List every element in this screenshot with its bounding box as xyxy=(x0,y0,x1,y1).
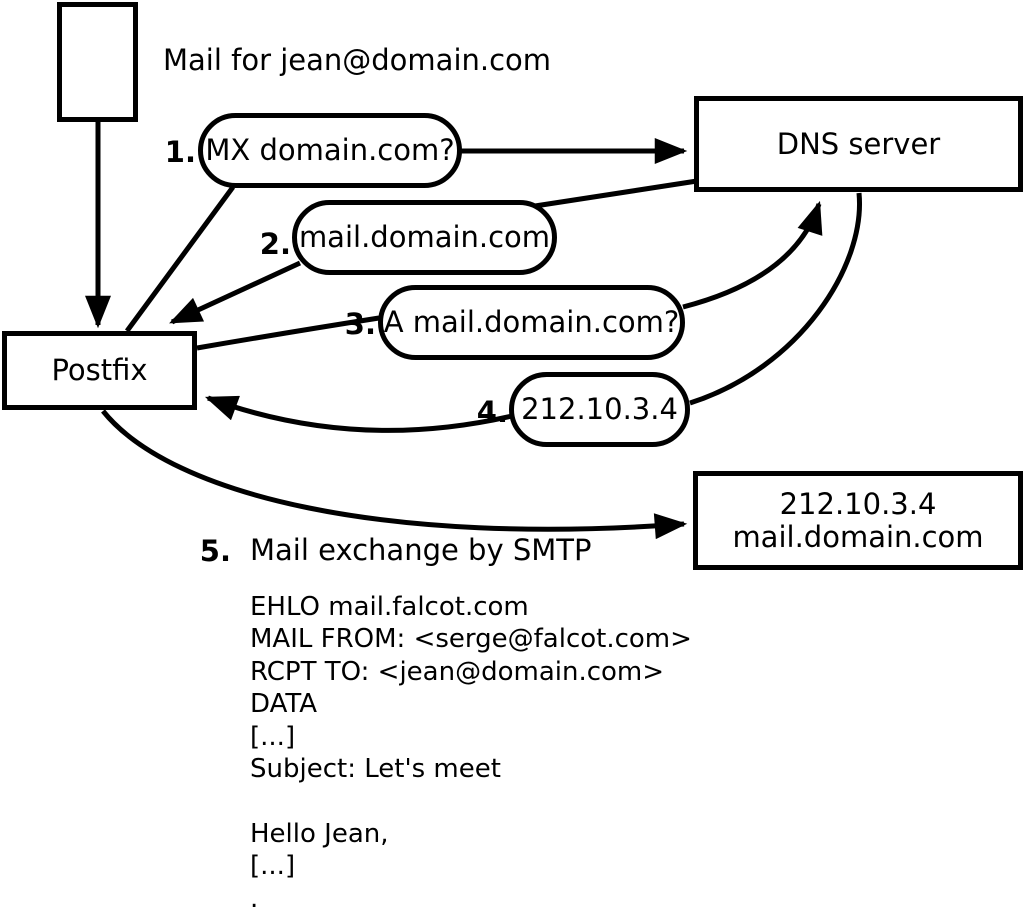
smtp-line: DATA xyxy=(250,689,317,720)
arrow-query3-to-dns xyxy=(682,200,823,310)
query-mx-label: MX domain.com? xyxy=(205,133,455,167)
line-dns-to-answer4 xyxy=(689,192,862,406)
query-a-label: A mail.domain.com? xyxy=(383,305,680,339)
query-mx-pill: MX domain.com? xyxy=(198,113,462,188)
answer-mx-label: mail.domain.com xyxy=(298,220,551,254)
query-a-pill: A mail.domain.com? xyxy=(378,285,685,360)
smtp-line: EHLO mail.falcot.com xyxy=(250,592,529,622)
mail-server-box: 212.10.3.4 mail.domain.com xyxy=(693,471,1023,570)
arrow-postfix-to-mailserver xyxy=(101,409,688,540)
smtp-line xyxy=(250,785,692,817)
step-1-number: 1. xyxy=(164,135,196,169)
smtp-line: Hello Jean, xyxy=(250,818,389,849)
smtp-transcript: EHLO mail.falcot.com MAIL FROM: <serge@f… xyxy=(250,591,692,915)
line-postfix-to-query1 xyxy=(124,185,236,333)
step-5-number: 5. xyxy=(199,534,231,568)
step-5-label: Mail exchange by SMTP xyxy=(250,533,592,567)
smtp-line: Subject: Let's meet xyxy=(250,753,501,784)
mail-server-ip: 212.10.3.4 xyxy=(779,486,937,521)
smtp-line: RCPT TO: <jean@domain.com> xyxy=(250,656,665,687)
answer-mx-pill: mail.domain.com xyxy=(292,200,557,275)
postfix-label: Postfix xyxy=(51,353,148,387)
mail-for-label: Mail for jean@domain.com xyxy=(163,43,552,77)
postfix-box: Postfix xyxy=(2,331,197,410)
step-4-number: 4. xyxy=(476,395,508,429)
smtp-line: [...] xyxy=(250,851,296,882)
line-postfix-to-query3 xyxy=(196,315,380,351)
mail-server-hostname: mail.domain.com xyxy=(732,519,984,554)
line-dns-to-answer2 xyxy=(534,178,698,209)
answer-a-label: 212.10.3.4 xyxy=(521,392,678,426)
mail-message-box xyxy=(57,2,138,122)
dns-server-label: DNS server xyxy=(776,126,941,161)
arrow-answer4-to-postfix xyxy=(204,395,513,433)
step-3-number: 3. xyxy=(344,307,376,341)
smtp-line: . xyxy=(250,883,259,914)
step-2-number: 2. xyxy=(259,227,291,261)
smtp-line: MAIL FROM: <serge@falcot.com> xyxy=(250,624,692,655)
answer-a-pill: 212.10.3.4 xyxy=(509,372,690,447)
dns-server-box: DNS server xyxy=(694,96,1023,192)
arrow-answer2-to-postfix xyxy=(169,260,302,325)
smtp-line: [...] xyxy=(250,721,296,752)
